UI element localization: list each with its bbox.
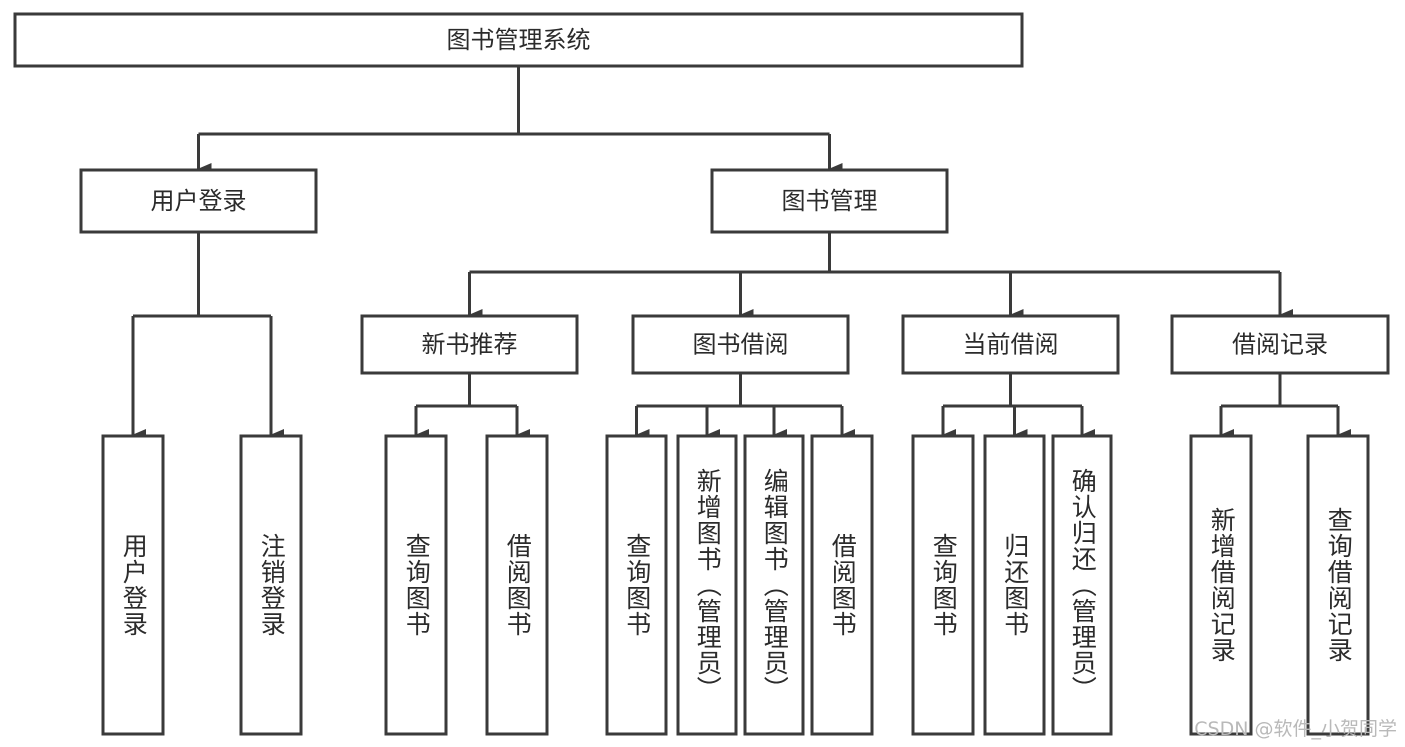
node-leaf-leaf-query-book-borrow	[605, 434, 668, 736]
node-leaf-leaf-edit-book-admin	[743, 434, 805, 736]
node-leaf-leaf-logout-login	[239, 434, 303, 736]
node-level1-book-manage	[710, 168, 949, 234]
node-leaf-leaf-query-book-current	[911, 434, 975, 736]
node-label-book-manage: 图书管理	[782, 187, 878, 215]
node-leaf-leaf-confirm-return-admin	[1051, 434, 1113, 736]
node-level2-book-borrow	[631, 314, 850, 375]
csdn-watermark: CSDN @软件_小贺同学	[1194, 718, 1397, 740]
node-label-new-book-recommend: 新书推荐	[422, 331, 518, 359]
node-root-root	[13, 12, 1024, 68]
node-label-user-login: 用户登录	[151, 187, 247, 215]
node-level2-new-book-recommend	[360, 314, 579, 375]
connector-layer	[131, 66, 1351, 441]
node-leaf-leaf-user-login	[101, 434, 165, 736]
node-leaf-leaf-borrow-book	[810, 434, 874, 736]
node-box-layer	[13, 12, 1390, 736]
node-label-book-borrow: 图书借阅	[693, 331, 789, 359]
node-leaf-leaf-add-book-admin	[676, 434, 738, 736]
node-leaf-leaf-borrow-book-rec	[485, 434, 549, 736]
node-level2-current-borrow	[901, 314, 1120, 375]
node-leaf-leaf-query-borrow-record	[1306, 434, 1370, 736]
node-label-root: 图书管理系统	[447, 26, 591, 54]
node-label-current-borrow: 当前借阅	[963, 331, 1059, 359]
node-leaf-leaf-return-book	[983, 434, 1046, 736]
node-leaf-leaf-query-book-rec	[384, 434, 448, 736]
node-level2-borrow-record	[1170, 314, 1390, 375]
node-label-borrow-record: 借阅记录	[1232, 331, 1328, 359]
node-level1-user-login	[79, 168, 318, 234]
node-leaf-leaf-add-borrow-record	[1189, 434, 1253, 736]
